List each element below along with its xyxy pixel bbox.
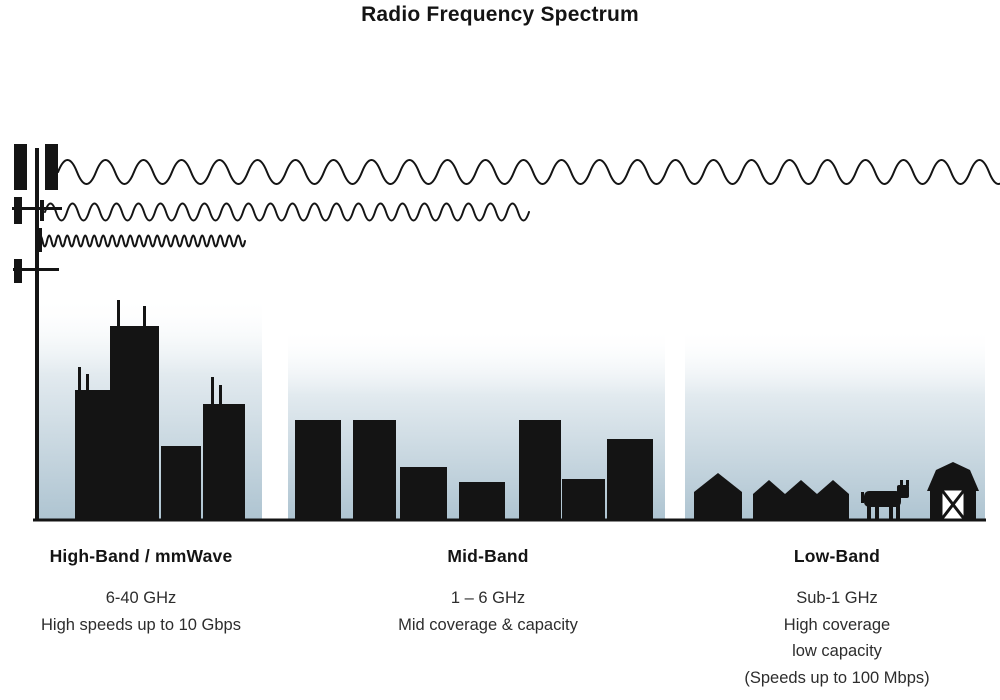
band-name-mid: Mid-Band <box>447 546 529 566</box>
antenna-mast <box>219 385 222 405</box>
building-silhouette <box>400 467 447 520</box>
building-silhouette <box>203 404 245 520</box>
antenna-mast <box>78 367 81 392</box>
antenna-mast <box>86 374 89 392</box>
low-band-label-block: Low-Band Sub-1 GHz High coverage low cap… <box>688 546 986 691</box>
building-silhouette <box>519 420 561 520</box>
building-silhouette <box>75 390 112 520</box>
building-silhouette <box>161 446 201 520</box>
band-name-low: Low-Band <box>793 546 881 566</box>
antenna-mast <box>211 377 214 405</box>
building-silhouette <box>562 479 605 520</box>
city-skyscrapers-icon <box>75 300 245 520</box>
house-icon <box>753 480 785 520</box>
house-icon <box>817 480 849 520</box>
mid-frequency-wave-icon <box>44 202 530 222</box>
mid-band-label-block: Mid-Band 1 – 6 GHz Mid coverage & capaci… <box>328 546 648 638</box>
cow-icon <box>861 480 909 519</box>
building-silhouette <box>459 482 505 520</box>
spectrum-scene <box>12 144 1000 522</box>
band-detail: 1 – 6 GHz <box>450 589 526 607</box>
building-silhouette <box>295 420 341 520</box>
band-detail: High speeds up to 10 Gbps <box>41 615 241 634</box>
band-name-high: High-Band / mmWave <box>49 546 233 566</box>
band-detail: Sub-1 GHz <box>796 589 878 607</box>
high-frequency-wave-icon <box>37 234 246 248</box>
high-band-label-block: High-Band / mmWave 6-40 GHz High speeds … <box>22 546 260 638</box>
diagram-title: Radio Frequency Spectrum <box>361 3 639 26</box>
band-detail: Mid coverage & capacity <box>398 615 578 634</box>
cell-tower-icon <box>12 144 62 520</box>
band-detail: low capacity <box>792 642 882 660</box>
building-silhouette <box>607 439 653 520</box>
building-silhouette <box>353 420 396 520</box>
antenna-mast <box>143 306 146 328</box>
mid-rise-buildings-icon <box>295 420 653 520</box>
house-icon <box>785 480 817 520</box>
band-detail: (Speeds up to 100 Mbps) <box>744 668 930 687</box>
band-detail: High coverage <box>783 615 891 634</box>
band-detail: 6-40 GHz <box>105 589 177 607</box>
building-silhouette <box>110 326 159 520</box>
antenna-mast <box>117 300 120 328</box>
house-icon <box>694 473 742 520</box>
low-frequency-wave-icon <box>57 159 1000 185</box>
